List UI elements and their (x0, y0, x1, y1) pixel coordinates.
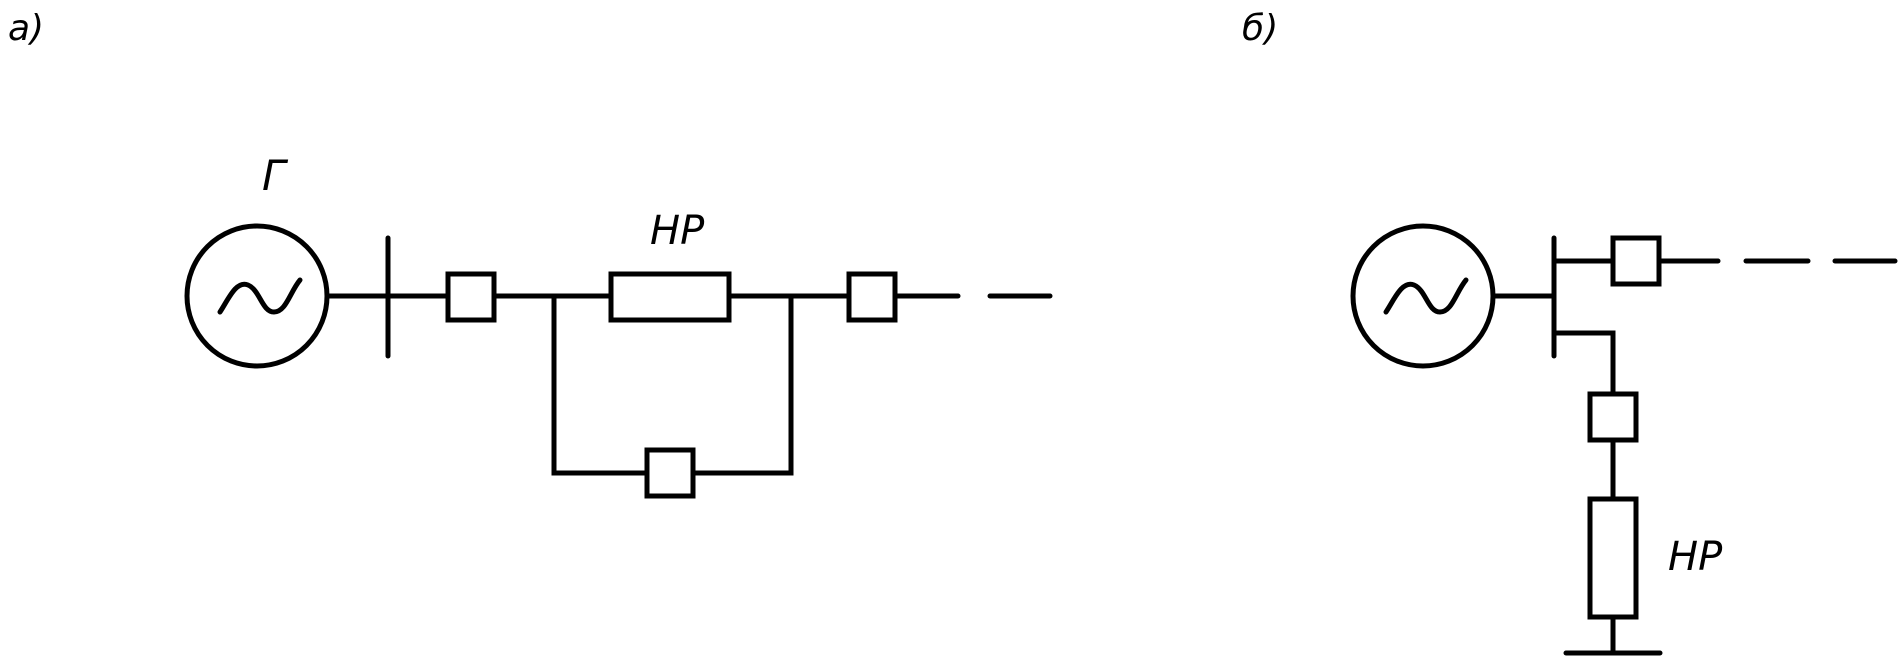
circuit-breaker-icon (846, 271, 898, 323)
bypass-wire (690, 293, 794, 476)
reactor-label: НР (650, 208, 705, 254)
panel-a: а) Г НР (8, 8, 1053, 499)
panel-a-label: а) (8, 8, 44, 49)
bypass-wire (551, 293, 650, 476)
wire (1551, 330, 1616, 397)
reactor-icon (608, 271, 732, 323)
panel-b-label: б) (1242, 8, 1278, 49)
reactor-icon (1587, 496, 1639, 620)
reactor-label: НР (1668, 534, 1723, 580)
circuit-breaker-icon (1587, 391, 1639, 443)
generator-icon (184, 223, 330, 369)
circuit-breaker-icon (1610, 235, 1662, 287)
circuit-breaker-icon (445, 271, 497, 323)
panel-b: б) НР (1242, 8, 1898, 656)
generator-icon (1350, 223, 1496, 369)
bypass-breaker-icon (644, 447, 696, 499)
generator-label: Г (262, 151, 289, 200)
